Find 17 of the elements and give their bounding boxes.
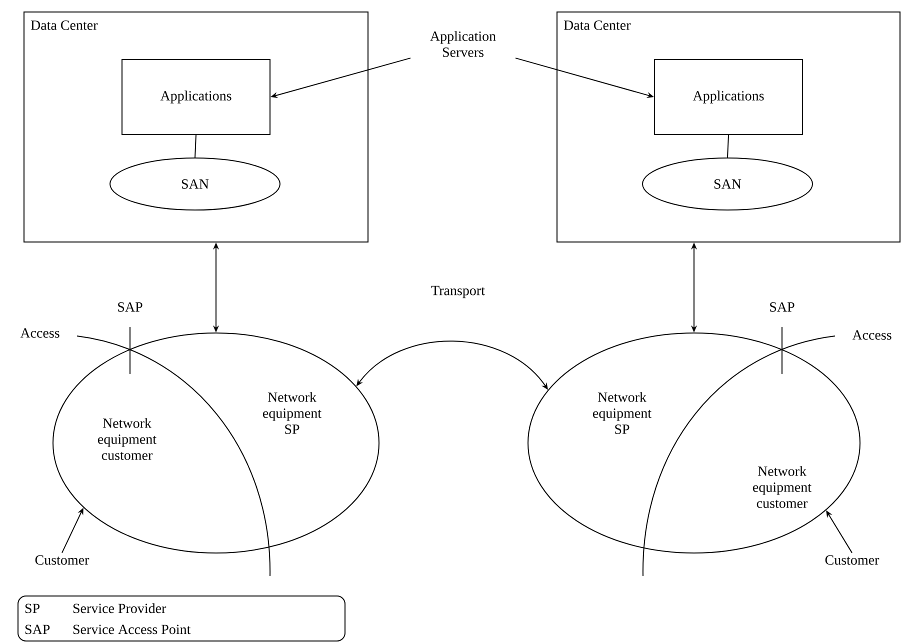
region-text: Network equipment SP — [263, 392, 322, 434]
label: SAP — [118, 302, 142, 312]
application-box: Applications — [654, 59, 803, 135]
box-title: Data Center — [564, 20, 631, 30]
region-text: Network equipment customer — [98, 418, 156, 460]
label: Access — [20, 328, 60, 338]
callout-text: Customer — [825, 555, 880, 565]
label: SAP — [770, 302, 794, 312]
edge-label: Transport — [429, 284, 487, 300]
callout-text: Application Servers — [430, 31, 496, 57]
region-text: Network equipment SP — [593, 392, 652, 434]
box-title: Data Center — [30, 20, 98, 30]
application-box: Applications — [122, 59, 270, 135]
callout-text: Customer — [35, 555, 90, 565]
label: Access — [852, 330, 892, 340]
region-text: Network equipment customer — [753, 466, 812, 508]
abbreviation-box: SP Service Provider SAP Service Access Point — [18, 596, 346, 642]
